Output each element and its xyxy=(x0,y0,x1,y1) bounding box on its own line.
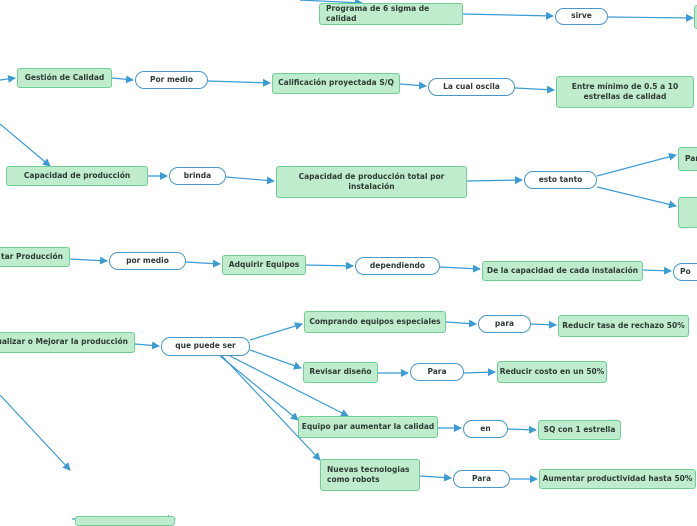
node-entre-minimo[interactable]: Entre mínimo de 0.5 a 10 estrellas de ca… xyxy=(556,76,694,108)
node-actualizar-produccion[interactable]: ualizar o Mejorar la producción xyxy=(0,332,135,353)
link-esto-tanto[interactable]: esto tanto xyxy=(524,171,597,189)
edge xyxy=(185,259,221,268)
edge xyxy=(69,256,108,265)
edge xyxy=(439,264,481,273)
node-de-la-capacidad[interactable]: De la capacidad de cada instalación xyxy=(482,261,643,281)
node-capacidad-produccion[interactable]: Capacidad de producción xyxy=(6,166,148,186)
edge xyxy=(0,123,51,167)
node-reducir-costo[interactable]: Reducir costo en un 50% xyxy=(497,361,607,383)
link-para-2[interactable]: Para xyxy=(410,363,464,381)
node-offscreen-right[interactable] xyxy=(678,197,697,228)
edge xyxy=(530,320,557,329)
link-para-3[interactable]: Para xyxy=(453,470,510,488)
link-sirve[interactable]: sirve xyxy=(555,8,608,25)
node-reducir-tasa[interactable]: Reducir tasa de rechazo 50% xyxy=(558,315,689,337)
edge xyxy=(596,152,677,177)
edge xyxy=(642,266,672,275)
edge xyxy=(221,355,321,461)
link-para-1[interactable]: para xyxy=(478,315,531,333)
edge xyxy=(507,425,537,434)
edge xyxy=(462,11,554,20)
node-calificacion[interactable]: Calificación proyectada S/Q xyxy=(272,73,400,94)
edge xyxy=(463,368,496,377)
edge xyxy=(419,473,452,482)
node-gestion-calidad[interactable]: Gestión de Calidad xyxy=(17,68,112,88)
link-que-puede-ser[interactable]: que puede ser xyxy=(161,337,250,356)
edge xyxy=(596,186,677,209)
edge xyxy=(399,81,427,90)
edge xyxy=(445,319,477,328)
edge xyxy=(225,176,275,185)
node-seis-sigma[interactable]: Programa de 6 sigma de calidad xyxy=(319,3,463,25)
node-offscreen-top-right[interactable] xyxy=(694,5,697,29)
node-comprando-equipos[interactable]: Comprando equipos especiales xyxy=(304,311,446,333)
node-sq-estrella[interactable]: SQ con 1 estrella xyxy=(538,420,621,440)
node-adquirir-equipos[interactable]: Adquirir Equipos xyxy=(222,255,306,275)
link-en[interactable]: en xyxy=(463,420,508,438)
node-nuevas-tecnologias[interactable]: Nuevas tecnologias como robots xyxy=(320,459,420,491)
edge xyxy=(207,78,271,87)
node-par[interactable]: Par xyxy=(678,147,697,171)
node-aumentar-productividad[interactable]: Aumentar productividad hasta 50% xyxy=(539,469,696,489)
edge xyxy=(0,394,71,471)
node-capacidad-total[interactable]: Capacidad de producción total por instal… xyxy=(276,166,467,198)
link-por-medio-1[interactable]: Por medio xyxy=(135,71,208,89)
edge xyxy=(219,355,299,421)
node-equipo-calidad[interactable]: Equipo par aumentar la calidad xyxy=(298,416,438,438)
link-brinda[interactable]: brinda xyxy=(169,167,226,185)
edge xyxy=(466,176,523,185)
link-la-cual-oscila[interactable]: La cual oscila xyxy=(428,78,515,96)
node-offscreen-bottom[interactable] xyxy=(75,516,175,526)
edge xyxy=(111,75,134,84)
edge xyxy=(514,85,555,94)
edge xyxy=(249,322,303,341)
node-revisar-diseno[interactable]: Revisar diseño xyxy=(303,362,378,383)
edge xyxy=(0,74,16,83)
edge xyxy=(305,261,354,270)
edge xyxy=(134,341,160,350)
link-dependiendo[interactable]: dependiendo xyxy=(355,257,440,275)
edge xyxy=(299,0,363,7)
edge xyxy=(607,13,694,22)
link-por-medio-2[interactable]: por medio xyxy=(109,252,186,270)
node-aumentar-produccion[interactable]: tar Producción xyxy=(0,247,70,267)
link-po[interactable]: Po xyxy=(673,263,697,281)
edge xyxy=(249,349,302,370)
edge xyxy=(229,355,349,417)
